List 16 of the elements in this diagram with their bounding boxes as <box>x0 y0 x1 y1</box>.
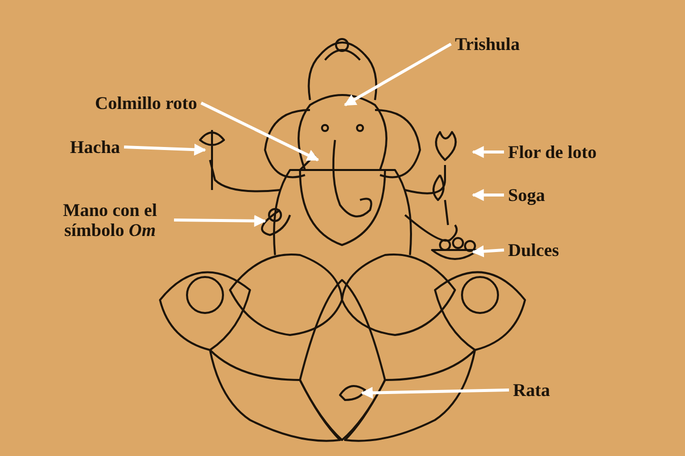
leader-arrow <box>360 386 510 399</box>
leader-arrow <box>174 214 266 227</box>
part-label: Dulces <box>508 240 559 260</box>
part-label: Mano con el símbolo Om <box>62 200 158 240</box>
leader-arrow <box>200 102 320 162</box>
part-label: Colmillo roto <box>95 93 198 113</box>
leader-arrow <box>472 146 504 158</box>
leader-arrow <box>472 189 504 201</box>
part-label: Soga <box>508 185 546 205</box>
leader-arrow <box>124 144 206 156</box>
part-label: Flor de loto <box>508 142 597 162</box>
part-label: Trishula <box>455 34 520 54</box>
leader-arrow <box>472 245 504 258</box>
part-label: Rata <box>513 380 550 400</box>
part-label: Hacha <box>70 137 120 157</box>
leader-arrow <box>344 42 452 106</box>
